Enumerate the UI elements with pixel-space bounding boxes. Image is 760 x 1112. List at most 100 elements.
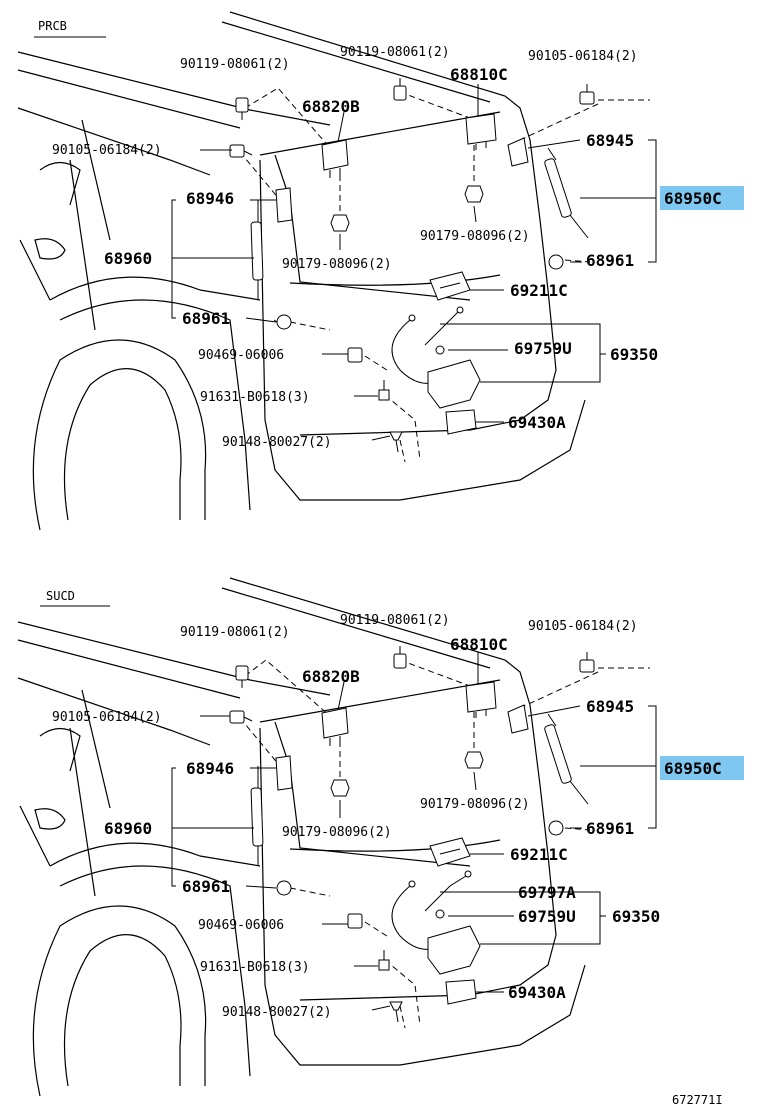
part-label[interactable]: 69430A — [508, 983, 566, 1002]
nut-icon — [330, 779, 350, 797]
part-label[interactable]: 68961 — [182, 877, 230, 896]
rod-icon — [424, 306, 464, 346]
bolt-icon — [229, 710, 253, 724]
part-label[interactable]: 69797A — [518, 883, 576, 902]
hinge-icon — [321, 707, 349, 746]
ball-joint-icon — [548, 820, 564, 836]
highlight-box — [660, 756, 744, 780]
bolt-icon — [229, 144, 253, 158]
part-label[interactable]: 90179-08096(2) — [282, 825, 392, 840]
part-label[interactable]: 68961 — [586, 819, 634, 838]
gas-stay-icon — [250, 200, 264, 300]
part-label[interactable]: 69430A — [508, 413, 566, 432]
bolt-icon — [389, 1001, 403, 1023]
handle-icon — [429, 837, 471, 867]
part-label[interactable]: 69211C — [510, 281, 568, 300]
diagram-code: 672771I — [672, 1093, 723, 1107]
diagram-sucd: SUCD — [17, 577, 744, 1097]
part-label-highlighted[interactable]: 68950C — [664, 759, 722, 778]
part-label[interactable]: 90148-80027(2) — [222, 1005, 332, 1020]
part-label[interactable]: 69350 — [612, 907, 660, 926]
part-label[interactable]: 90105-06184(2) — [52, 710, 162, 725]
striker-icon — [445, 979, 477, 1005]
bolt-icon — [579, 84, 595, 105]
handle-icon — [429, 271, 471, 301]
part-label[interactable]: 68960 — [104, 249, 152, 268]
part-labels: 90119-08061(2) 90119-08061(2) 90105-0618… — [52, 45, 722, 450]
part-label[interactable]: 69350 — [610, 345, 658, 364]
part-label[interactable]: 90105-06184(2) — [528, 49, 638, 64]
part-label[interactable]: 90469-06006 — [198, 348, 284, 363]
part-label[interactable]: 90119-08061(2) — [340, 613, 450, 628]
striker-icon — [445, 409, 477, 435]
part-label[interactable]: 90179-08096(2) — [282, 257, 392, 272]
screw-icon — [378, 380, 390, 401]
hinge-icon — [465, 681, 497, 718]
clip-icon — [347, 913, 363, 929]
part-label[interactable]: 68946 — [186, 759, 234, 778]
parts — [229, 646, 595, 1023]
part-label[interactable]: 91631-B0618(3) — [200, 390, 310, 405]
bracket-icon — [275, 755, 293, 791]
part-label[interactable]: 68946 — [186, 189, 234, 208]
assembly-lines — [239, 87, 650, 463]
bracket-icon — [275, 187, 293, 223]
part-label[interactable]: 68961 — [586, 251, 634, 270]
bolt-icon — [393, 78, 407, 101]
assembly-lines — [239, 659, 650, 1029]
part-label[interactable]: 90148-80027(2) — [222, 435, 332, 450]
bolt-icon — [389, 431, 403, 453]
part-label[interactable]: 68960 — [104, 819, 152, 838]
bolt-icon — [235, 665, 249, 688]
nut-icon — [464, 751, 484, 769]
hinge-icon — [465, 113, 497, 150]
rod-icon — [424, 870, 472, 912]
part-label[interactable]: 68810C — [450, 65, 508, 84]
ball-joint-icon — [548, 254, 564, 270]
part-label[interactable]: 90119-08061(2) — [340, 45, 450, 60]
ball-joint-icon — [273, 314, 292, 330]
gas-stay-icon — [544, 147, 589, 239]
leader-lines — [171, 84, 657, 441]
nut-icon — [464, 185, 484, 203]
part-labels: 90119-08061(2) 90119-08061(2) 90105-0618… — [52, 613, 722, 1020]
screw-icon — [378, 950, 390, 971]
bracket-icon — [507, 137, 529, 167]
lock-icon — [427, 909, 481, 975]
bolt-icon — [579, 652, 595, 673]
gas-stay-icon — [250, 766, 264, 866]
part-label[interactable]: 68820B — [302, 667, 360, 686]
part-label[interactable]: 69759U — [514, 339, 572, 358]
clip-icon — [347, 347, 363, 363]
part-label[interactable]: 69759U — [518, 907, 576, 926]
gas-stay-icon — [544, 713, 589, 805]
part-label[interactable]: 68945 — [586, 131, 634, 150]
parts — [229, 78, 595, 453]
part-label[interactable]: 90119-08061(2) — [180, 57, 290, 72]
lock-icon — [427, 345, 481, 409]
part-label[interactable]: 90179-08096(2) — [420, 229, 530, 244]
part-label[interactable]: 90105-06184(2) — [52, 143, 162, 158]
part-label-highlighted[interactable]: 68950C — [664, 189, 722, 208]
section-label: SUCD — [46, 589, 75, 603]
part-label[interactable]: 90119-08061(2) — [180, 625, 290, 640]
vehicle-body-outline — [17, 577, 586, 1097]
hinge-icon — [321, 139, 349, 178]
part-label[interactable]: 90179-08096(2) — [420, 797, 530, 812]
section-label: PRCB — [38, 19, 67, 33]
part-label[interactable]: 69211C — [510, 845, 568, 864]
part-label[interactable]: 68961 — [182, 309, 230, 328]
highlight-box — [660, 186, 744, 210]
leader-lines — [171, 652, 657, 1011]
part-label[interactable]: 90469-06006 — [198, 918, 284, 933]
part-label[interactable]: 68820B — [302, 97, 360, 116]
bolt-icon — [235, 97, 249, 120]
part-label[interactable]: 90105-06184(2) — [528, 619, 638, 634]
bracket-icon — [507, 704, 529, 734]
part-label[interactable]: 68810C — [450, 635, 508, 654]
diagram-prcb: PRCB — [17, 11, 744, 531]
bolt-icon — [393, 646, 407, 669]
part-label[interactable]: 91631-B0618(3) — [200, 960, 310, 975]
part-label[interactable]: 68945 — [586, 697, 634, 716]
